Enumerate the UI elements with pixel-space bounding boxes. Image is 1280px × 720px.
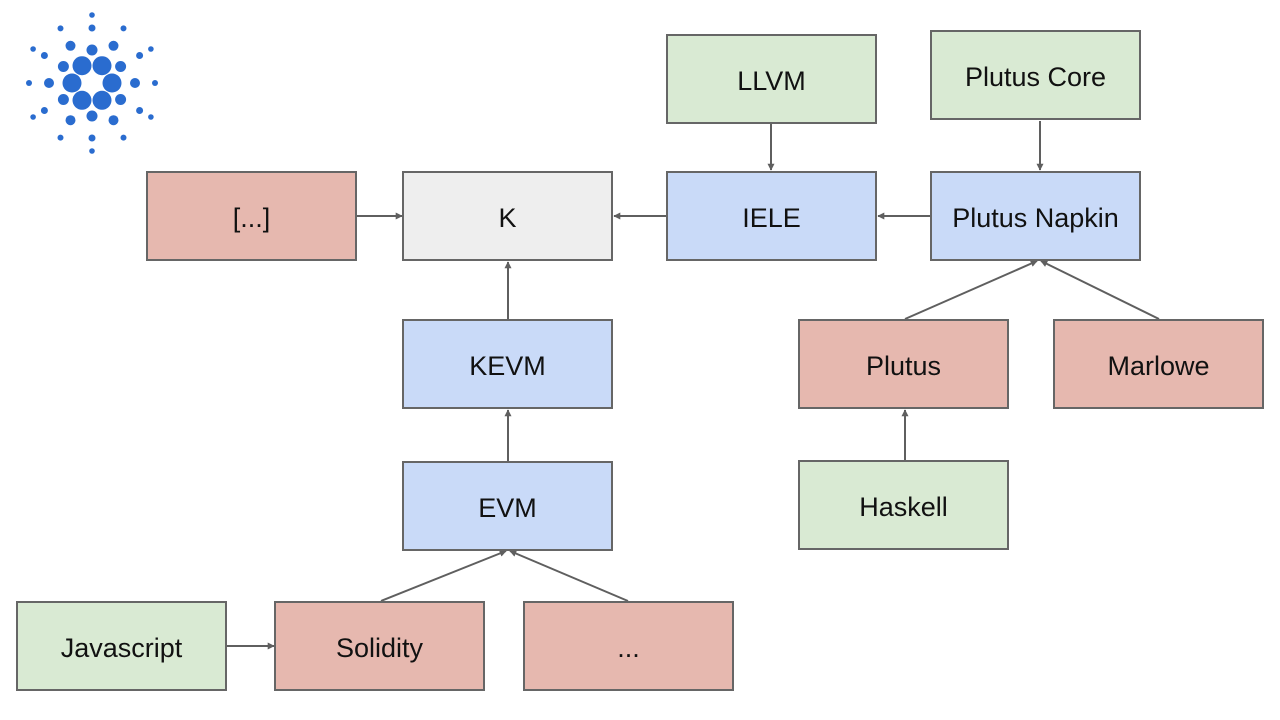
node-box xyxy=(16,601,227,691)
node-label: LLVM xyxy=(737,66,806,96)
node-ellipsis-top: [...] xyxy=(146,171,357,261)
logo-dot xyxy=(115,94,127,105)
node-k: K xyxy=(402,171,613,261)
node-plutus-napkin: Plutus Napkin xyxy=(930,171,1141,261)
logo-dot xyxy=(89,12,95,18)
logo-dot xyxy=(30,46,36,52)
logo-dot xyxy=(40,52,48,59)
logo-dot xyxy=(72,56,92,76)
node-box xyxy=(666,34,877,124)
node-box xyxy=(146,171,357,261)
node-plutus: Plutus xyxy=(798,319,1009,409)
edge-ellipsis-bottom-to-evm xyxy=(509,550,629,602)
node-label: Javascript xyxy=(61,633,183,663)
node-label: [...] xyxy=(233,203,271,233)
node-ellipsis-bottom: ... xyxy=(523,601,734,691)
node-box xyxy=(666,171,877,261)
node-marlowe: Marlowe xyxy=(1053,319,1264,409)
edge-plutus-to-plutus-napkin xyxy=(904,260,1038,320)
node-haskell: Haskell xyxy=(798,460,1009,550)
logo-dot xyxy=(92,90,112,110)
node-box xyxy=(798,460,1009,550)
node-box xyxy=(402,461,613,551)
logo-dot xyxy=(30,114,36,120)
node-kevm: KEVM xyxy=(402,319,613,409)
node-box xyxy=(930,30,1141,120)
node-box xyxy=(402,319,613,409)
logo-dot xyxy=(136,107,144,114)
logo-dot xyxy=(102,73,122,93)
logo-dot xyxy=(65,40,76,51)
node-llvm: LLVM xyxy=(666,34,877,124)
node-box xyxy=(523,601,734,691)
node-label: Plutus Core xyxy=(965,62,1106,92)
logo-dot xyxy=(89,148,95,154)
logo-dot xyxy=(57,25,64,32)
logo-dot xyxy=(57,134,64,141)
logo-dot xyxy=(72,90,92,110)
logo-dot xyxy=(92,56,112,76)
logo-dot xyxy=(108,115,119,126)
logo-dot xyxy=(86,44,98,56)
nodes: [...] K IELE Plutus Napkin LLVM Plutus CoreKE… xyxy=(16,30,1264,691)
logo-dot xyxy=(130,78,140,88)
logo-dot xyxy=(86,110,98,122)
logo-dot xyxy=(120,25,127,32)
logo-dot xyxy=(120,134,127,141)
node-label: Plutus xyxy=(866,351,941,381)
logo-dot xyxy=(88,24,96,32)
node-label: IELE xyxy=(742,203,801,233)
edges xyxy=(227,121,1160,650)
node-label: KEVM xyxy=(469,351,546,381)
logo-dot xyxy=(108,40,119,51)
logo-dot xyxy=(148,46,154,52)
node-box xyxy=(930,171,1141,261)
node-plutus-core: Plutus Core xyxy=(930,30,1141,120)
node-box xyxy=(274,601,485,691)
logo-dot xyxy=(26,80,32,86)
cardano-logo-icon xyxy=(26,12,158,154)
node-label: Solidity xyxy=(336,633,424,663)
node-label: Marlowe xyxy=(1107,351,1209,381)
node-box xyxy=(402,171,613,261)
logo-dot xyxy=(136,52,144,59)
logo-dot xyxy=(57,94,69,105)
node-box xyxy=(1053,319,1264,409)
logo-dot xyxy=(65,115,76,126)
logo-dot xyxy=(88,134,96,142)
node-label: ... xyxy=(617,633,640,663)
node-evm: EVM xyxy=(402,461,613,551)
logo-dot xyxy=(62,73,82,93)
node-label: Plutus Napkin xyxy=(952,203,1119,233)
edge-solidity-to-evm xyxy=(380,550,507,602)
node-iele: IELE xyxy=(666,171,877,261)
logo-dot xyxy=(44,78,54,88)
edge-marlowe-to-plutus-napkin xyxy=(1040,260,1160,320)
node-label: EVM xyxy=(478,493,537,523)
node-label: K xyxy=(498,203,516,233)
logo-dot xyxy=(115,61,127,72)
node-solidity: Solidity xyxy=(274,601,485,691)
node-box xyxy=(798,319,1009,409)
node-label: Haskell xyxy=(859,492,948,522)
logo-dot xyxy=(148,114,154,120)
logo-dot xyxy=(152,80,158,86)
logo-dot xyxy=(57,61,69,72)
node-javascript: Javascript xyxy=(16,601,227,691)
logo-dot xyxy=(40,107,48,114)
